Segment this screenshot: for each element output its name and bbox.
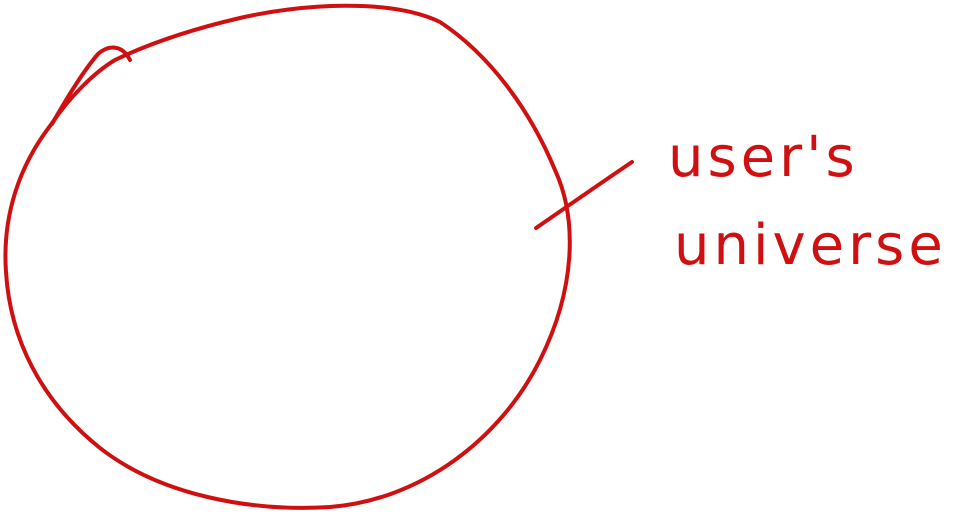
universe-circle [3,3,572,510]
leader-line [534,160,634,230]
circle-overlap-stroke [50,45,132,126]
annotation-label-line-1: user's [668,125,859,190]
annotation-label-line-2: universe [674,213,947,278]
